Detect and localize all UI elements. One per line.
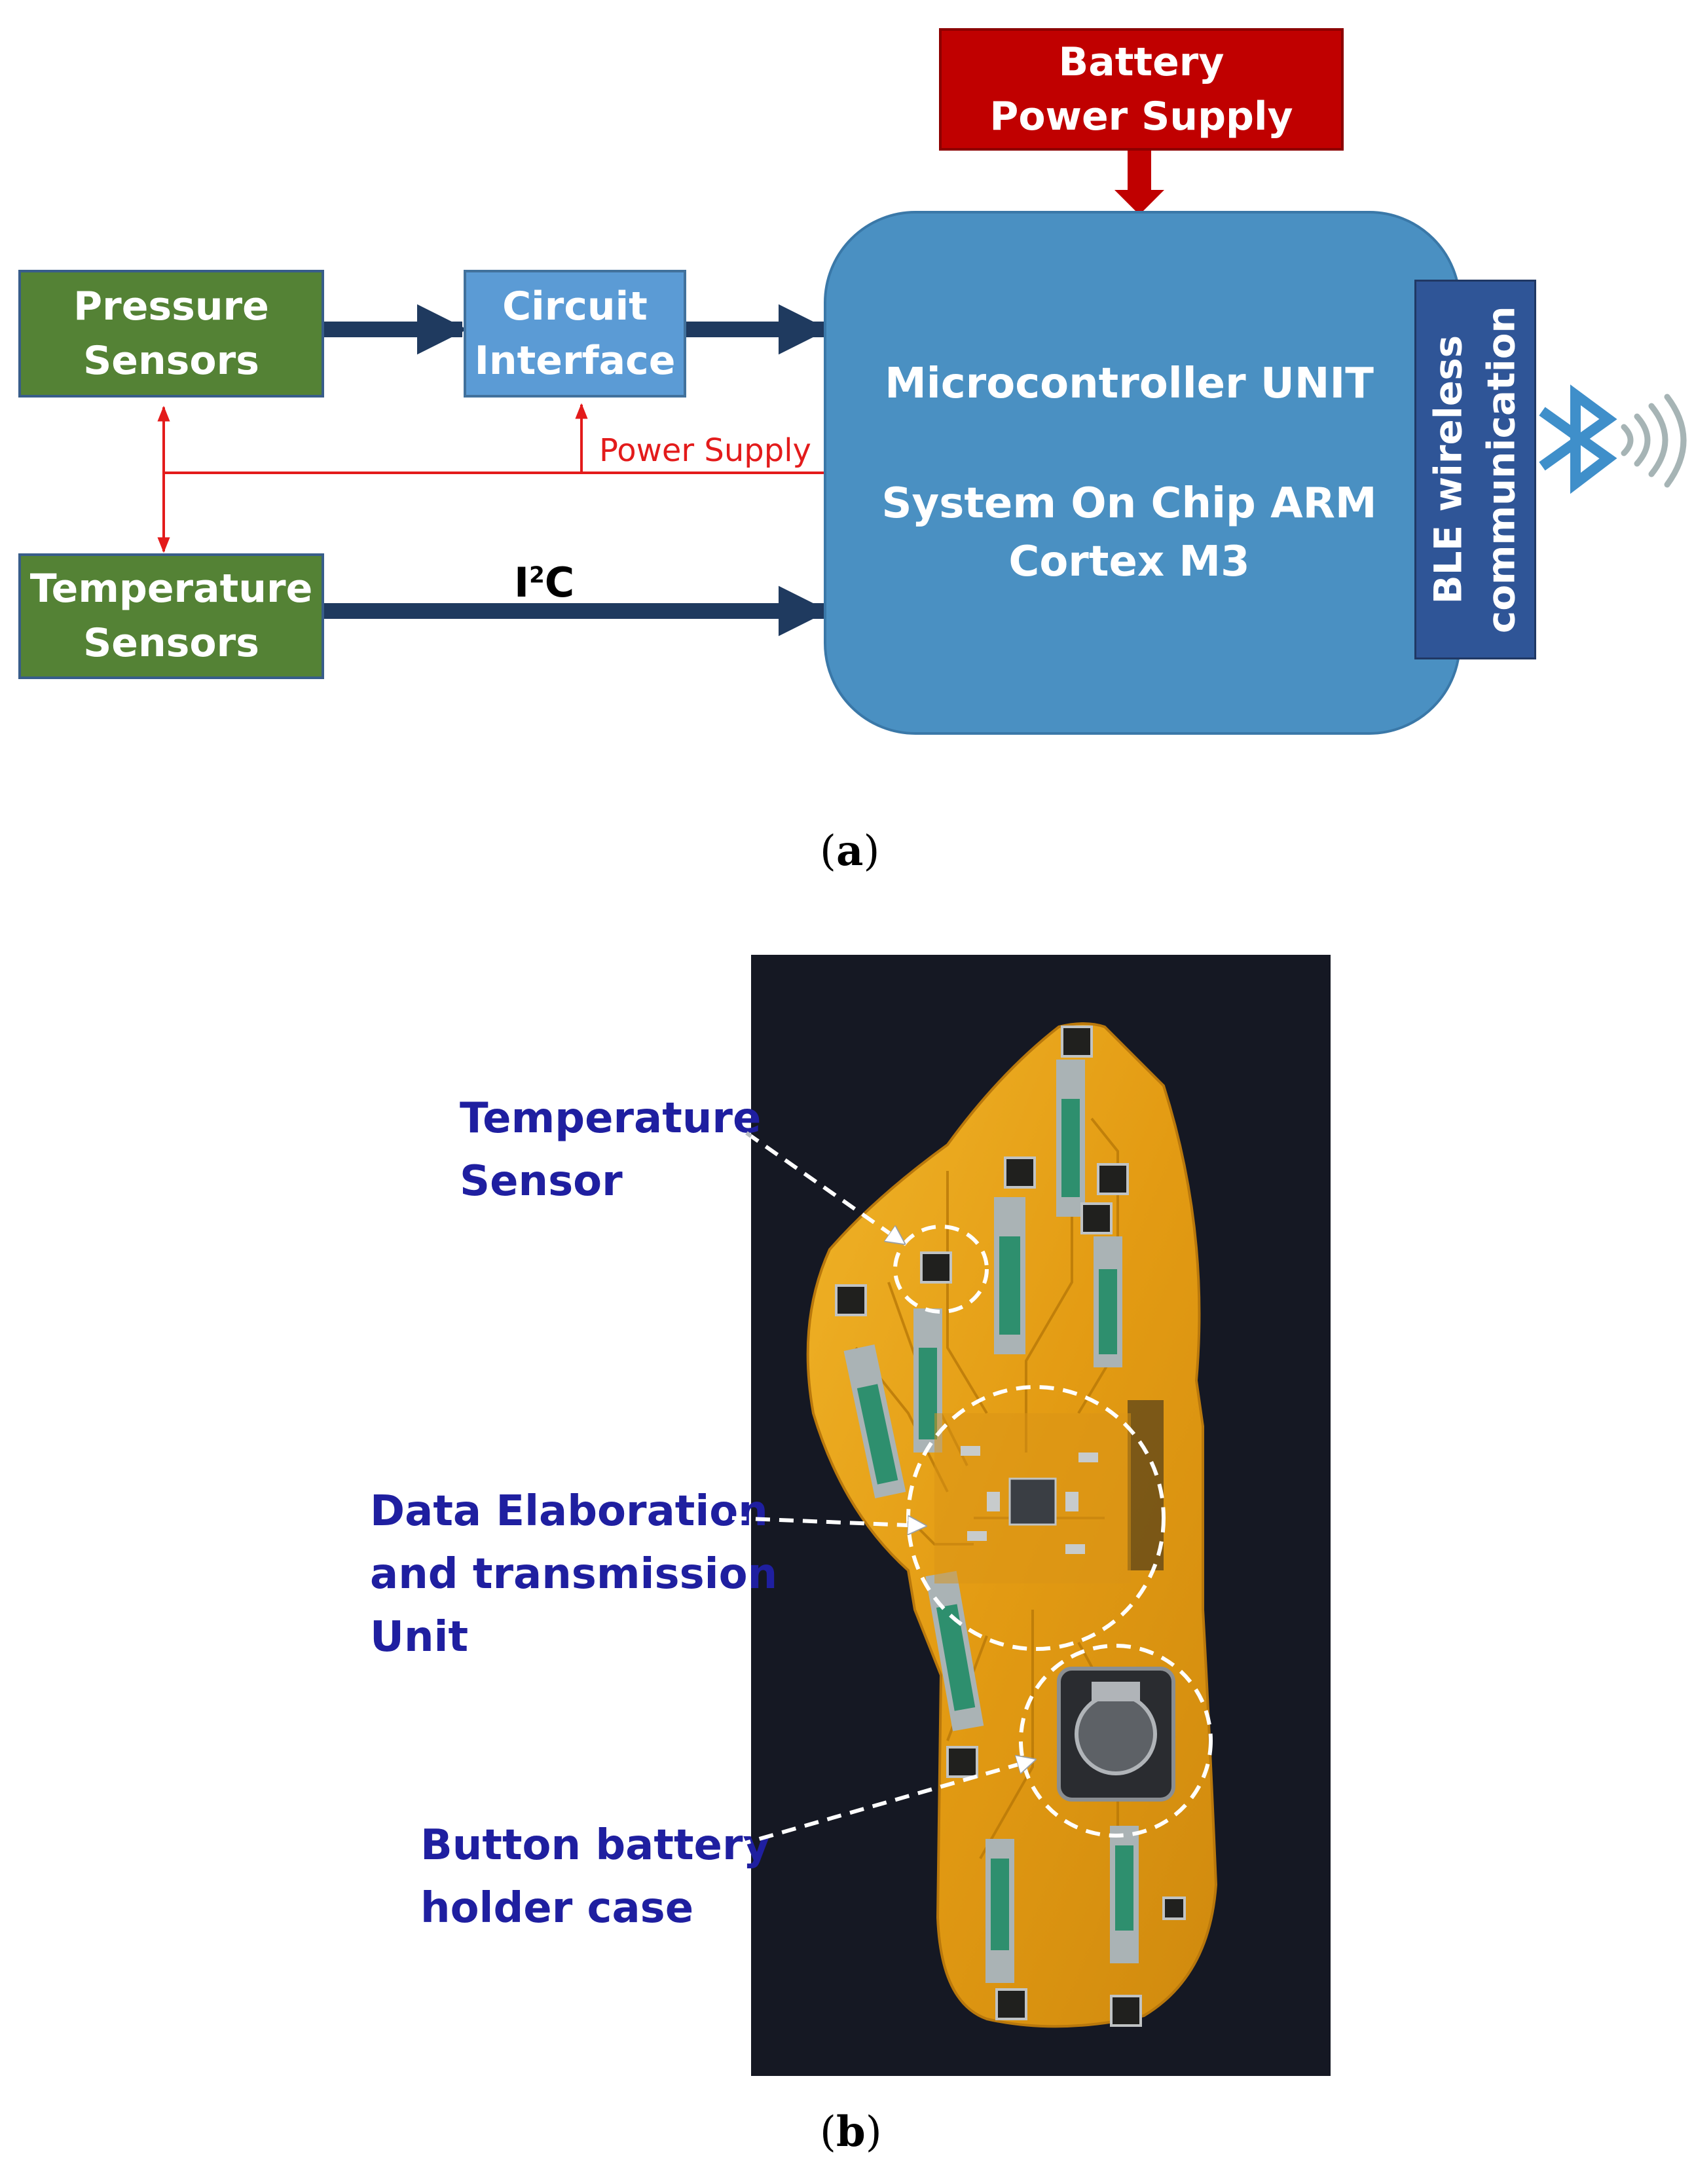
wireless-waves-icon (1621, 394, 1687, 488)
battery-arrow-head (1114, 190, 1164, 215)
microcontroller-chip-area (934, 1413, 1131, 1583)
battery-arrow-shaft (1128, 151, 1151, 190)
leader-data-unit (731, 1518, 923, 1526)
power-supply-label: Power Supply (599, 432, 811, 469)
label-data-elaboration-unit: Data Elaboration and transmission Unit (370, 1487, 778, 1661)
caption-b: (b) (820, 2107, 882, 2156)
pressure-sensors-block: Pressure Sensors (18, 270, 324, 398)
circuit-interface-label: Circuit Interface (474, 283, 676, 384)
pcb-insole-photo (751, 955, 1331, 2076)
battery-power-supply-label: Battery Power Supply (989, 39, 1293, 139)
leader-temperature-sensor (745, 1131, 902, 1242)
diagram-connectors (157, 151, 1687, 637)
leader-battery-holder (736, 1760, 1033, 1847)
pressure-sensors-label: Pressure Sensors (73, 283, 269, 384)
mcu-title: Microcontroller UNIT (885, 360, 1374, 409)
temperature-sensors-block: Temperature Sensors (18, 553, 324, 679)
pressure-sensor-elements (843, 1060, 1139, 1983)
battery-power-supply-block: Battery Power Supply (939, 28, 1344, 151)
microcontroller-unit-block: Microcontroller UNIT System On Chip ARM … (824, 211, 1461, 735)
leader-temperature-sensor-outside (745, 1131, 752, 1138)
pcb-insole-board (806, 1022, 1218, 2028)
mcu-subtitle: System On Chip ARM Cortex M3 (881, 479, 1377, 586)
temperature-sensor-chips (835, 1026, 1186, 2027)
circuit-interface-block: Circuit Interface (464, 270, 686, 398)
bluetooth-icon (1539, 384, 1617, 494)
caption-a: (a) (820, 826, 880, 876)
battery-holder-case (1057, 1667, 1175, 1802)
ble-wireless-block: BLE wireless communication (1414, 280, 1536, 659)
i2c-label: I2C (514, 559, 575, 606)
label-temperature-sensor: Temperature Sensor (460, 1094, 762, 1206)
temperature-sensors-label: Temperature Sensors (29, 566, 313, 666)
